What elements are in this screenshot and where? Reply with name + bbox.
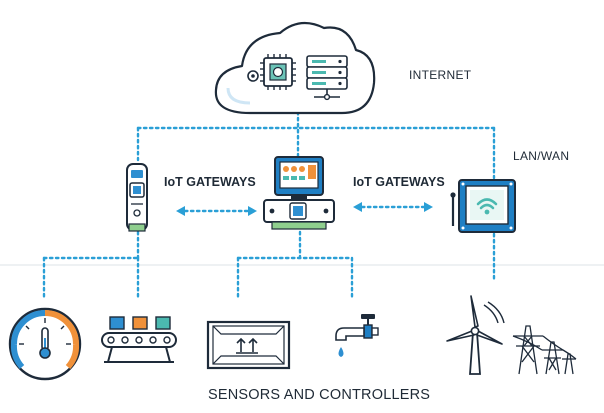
server-stack-icon: [306, 55, 348, 101]
connector-arrows: [176, 202, 433, 216]
processor-chip-icon: [247, 54, 296, 90]
temperature-gauge-icon: [8, 307, 82, 381]
sensors-and-controllers-label: SENSORS AND CONTROLLERS: [208, 387, 431, 403]
arrow-left-2: [353, 202, 362, 212]
handheld-gateway-icon: [126, 163, 148, 232]
router-gateway-icon: [263, 156, 335, 230]
conveyor-belt-icon: [101, 316, 177, 363]
arrow-left-1: [176, 206, 185, 216]
shipping-box-icon: [206, 320, 291, 370]
cloud-icon: [214, 21, 376, 115]
arrow-right-2: [424, 202, 433, 212]
wifi-panel-gateway-icon: [450, 179, 516, 233]
arrow-right-1: [248, 206, 257, 216]
iot-gateways-label-left: IoT GATEWAYS: [164, 175, 256, 189]
connector-lines: [42, 110, 496, 302]
iot-gateways-label-right: IoT GATEWAYS: [353, 175, 445, 189]
wind-turbine-icon: [446, 295, 505, 375]
power-pylons-icon: [512, 325, 577, 375]
internet-label: INTERNET: [409, 68, 472, 82]
water-tap-icon: [335, 314, 379, 357]
lan-wan-label: LAN/WAN: [513, 149, 570, 163]
